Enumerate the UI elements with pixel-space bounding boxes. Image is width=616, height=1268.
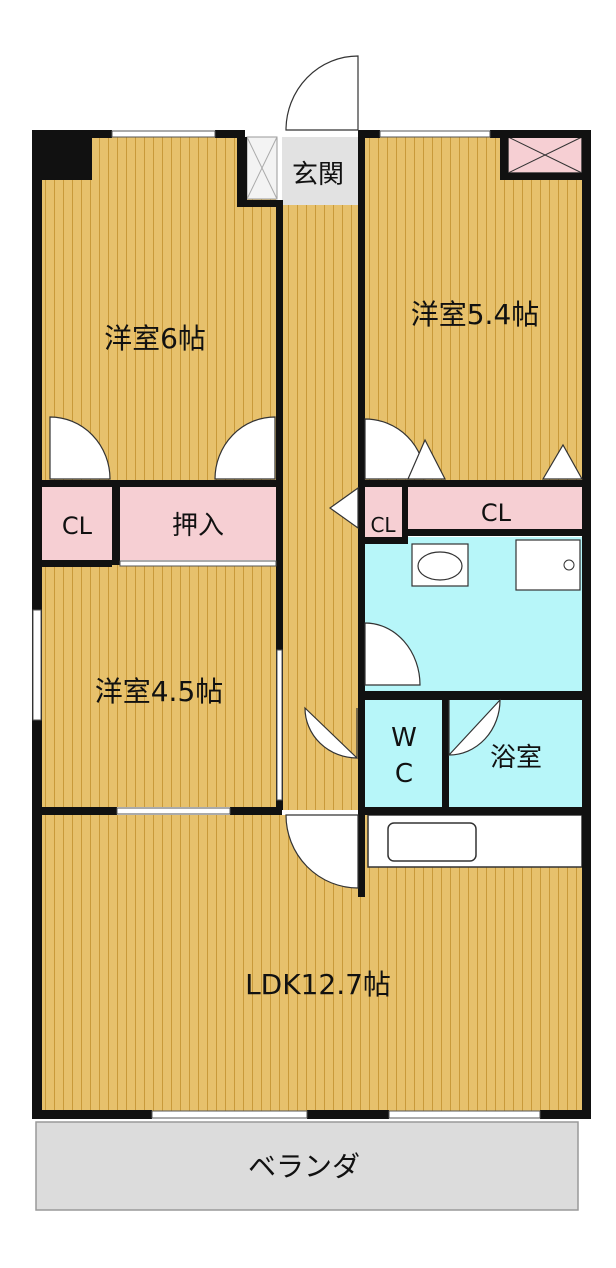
label-wc-w: W <box>391 723 417 753</box>
room-western-5-4-floor <box>365 137 583 481</box>
closet-left <box>42 487 112 560</box>
label-western-4-5: 洋室4.5帖 <box>95 675 224 708</box>
closet-mid <box>365 487 402 537</box>
oshiire-closet <box>120 487 276 560</box>
label-wc-c: C <box>395 759 413 789</box>
veranda-area <box>35 1121 579 1211</box>
label-western-6: 洋室6帖 <box>104 322 206 355</box>
label-closet-right: CL <box>481 499 512 527</box>
room-western-4-5-floor <box>42 565 276 807</box>
closet-right <box>408 487 583 530</box>
kitchen-sink-icon <box>387 822 477 862</box>
label-veranda: ベランダ <box>248 1150 360 1183</box>
bath-floor <box>449 700 583 807</box>
label-ldk: LDK12.7帖 <box>245 968 391 1001</box>
wc-floor <box>365 700 442 807</box>
label-bath: 浴室 <box>490 743 542 773</box>
label-closet-mid: CL <box>370 513 396 537</box>
windows <box>32 130 541 1119</box>
label-western-5-4: 洋室5.4帖 <box>411 298 540 331</box>
entrance-floor <box>282 137 358 205</box>
label-closet-left: CL <box>62 512 93 540</box>
label-entrance: 玄関 <box>292 160 344 190</box>
label-oshiire: 押入 <box>172 511 224 541</box>
door-swings <box>49 55 584 889</box>
